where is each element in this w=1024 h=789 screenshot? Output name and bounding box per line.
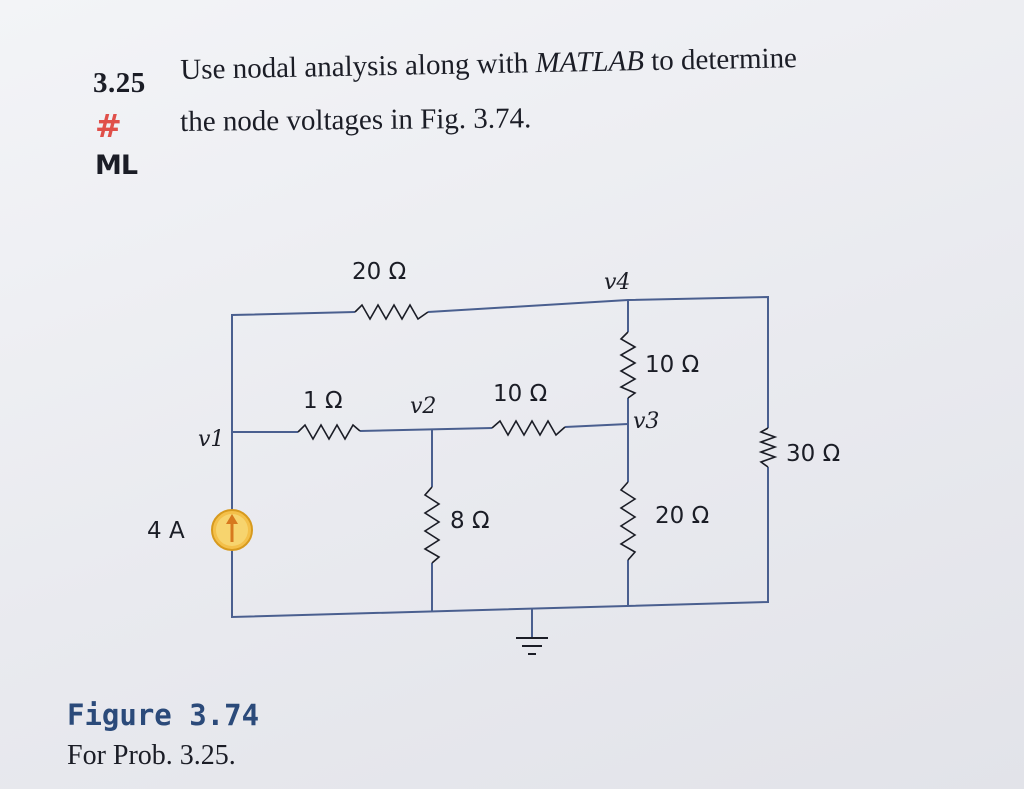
wire-left-top xyxy=(231,311,356,512)
resistor-20-bottom xyxy=(619,481,637,561)
node-label-v3: v3 xyxy=(633,409,659,434)
label-r30: 30 Ω xyxy=(786,441,840,467)
circuit-wires xyxy=(231,295,769,638)
resistors xyxy=(297,303,778,564)
node-label-v4: v4 xyxy=(604,270,630,295)
wire-v2-node xyxy=(359,427,493,432)
figure-title: Figure 3.74 xyxy=(67,698,260,732)
label-r1: 1 Ω xyxy=(303,388,343,414)
resistor-10-right xyxy=(619,331,637,399)
ground-symbol xyxy=(516,637,548,655)
wire-top-right xyxy=(427,295,769,428)
hash-icon: # xyxy=(95,107,122,145)
label-r10-mid: 10 Ω xyxy=(493,381,547,407)
resistor-8 xyxy=(423,486,441,564)
label-r8: 8 Ω xyxy=(450,508,490,534)
ml-icon: ML xyxy=(95,150,138,181)
resistor-1 xyxy=(297,423,361,441)
resistor-20-top xyxy=(354,303,429,321)
node-label-v1: v1 xyxy=(198,427,224,452)
up-arrow-icon xyxy=(226,514,238,524)
figure-caption: For Prob. 3.25. xyxy=(67,740,236,771)
resistor-10-mid xyxy=(491,419,566,437)
problem-number: 3.25 xyxy=(93,67,146,99)
node-label-v2: v2 xyxy=(410,394,436,419)
current-source xyxy=(211,509,253,551)
wire-v3-node xyxy=(564,423,629,428)
label-r20-top: 20 Ω xyxy=(352,259,406,285)
wire-bottom-loop xyxy=(231,467,769,619)
label-r20-bottom: 20 Ω xyxy=(655,503,709,529)
label-source: 4 A xyxy=(147,518,185,544)
label-r10-right: 10 Ω xyxy=(645,352,699,378)
resistor-30 xyxy=(758,427,778,468)
